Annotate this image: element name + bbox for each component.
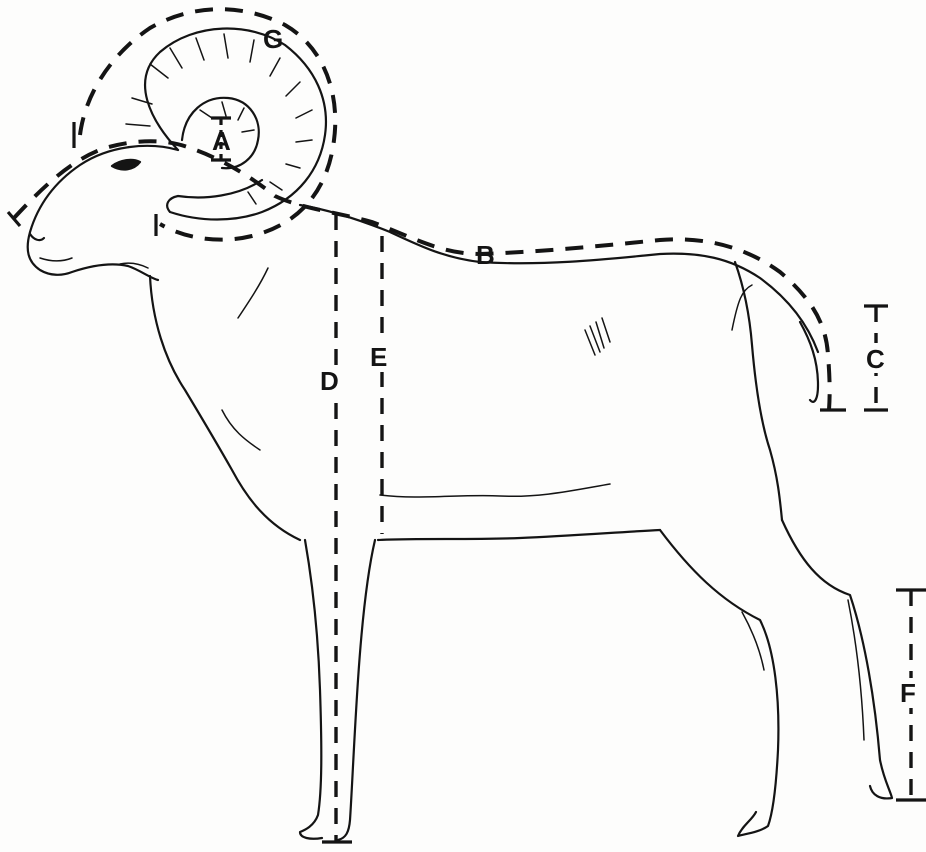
horn-outer-curl <box>145 29 326 220</box>
ram-rump <box>735 262 782 520</box>
label-e: E <box>370 342 387 372</box>
ram-hind-leg-outer <box>782 520 892 798</box>
ram-nostril <box>30 234 44 240</box>
ram-belly <box>378 530 660 540</box>
measure-d: D <box>318 214 352 842</box>
ram-fur-marks <box>585 318 610 355</box>
measure-f: F <box>896 590 926 800</box>
ram-belly-shade <box>380 484 610 497</box>
label-d: D <box>320 366 339 396</box>
ram-mouth <box>40 258 72 261</box>
ram-front-leg-front <box>300 540 322 839</box>
label-c: C <box>866 344 885 374</box>
ram-hind-leg-inner <box>660 530 778 836</box>
ram-front-leg-back <box>338 540 375 840</box>
measure-c: C <box>862 306 890 410</box>
measure-g: G <box>74 9 335 239</box>
ram-hock <box>848 600 864 740</box>
ram-neck-line <box>238 268 268 318</box>
ram-chest-fold <box>222 410 260 450</box>
ram-horn <box>126 29 326 220</box>
ram-eye <box>112 160 140 170</box>
measure-a: A <box>211 118 231 160</box>
label-b: B <box>476 240 495 270</box>
ram-neck-front <box>150 276 300 540</box>
ram-body <box>28 146 892 840</box>
measure-b: B <box>8 141 846 410</box>
label-a: A <box>212 126 231 156</box>
measure-e: E <box>368 236 398 534</box>
label-g: G <box>263 24 283 54</box>
label-f: F <box>900 678 916 708</box>
